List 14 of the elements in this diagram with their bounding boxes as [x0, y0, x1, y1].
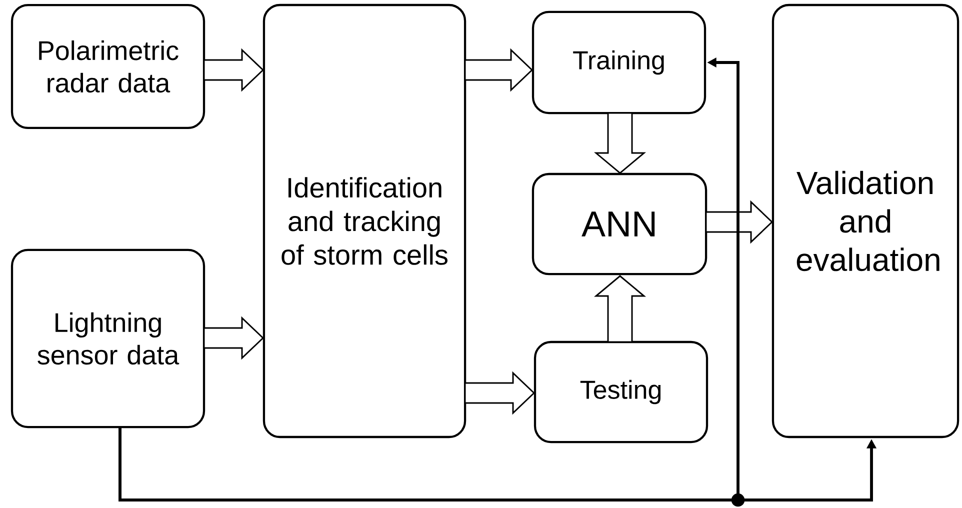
block-arrow [464, 48, 534, 92]
process-box: Validation and evaluation [772, 4, 960, 438]
process-box: Testing [534, 340, 708, 444]
process-box: Lightning sensor data [10, 248, 206, 428]
block-arrow [464, 371, 536, 415]
block-arrow [705, 200, 774, 244]
block-arrow [203, 48, 264, 92]
block-arrow [203, 316, 264, 360]
process-box: ANN [532, 172, 708, 276]
process-box: Training [532, 10, 706, 114]
block-arrow [594, 112, 646, 174]
process-box: Polarimetric radar data [10, 4, 206, 130]
block-arrow [594, 275, 646, 343]
process-box: Identification and tracking of storm cells [262, 4, 466, 438]
